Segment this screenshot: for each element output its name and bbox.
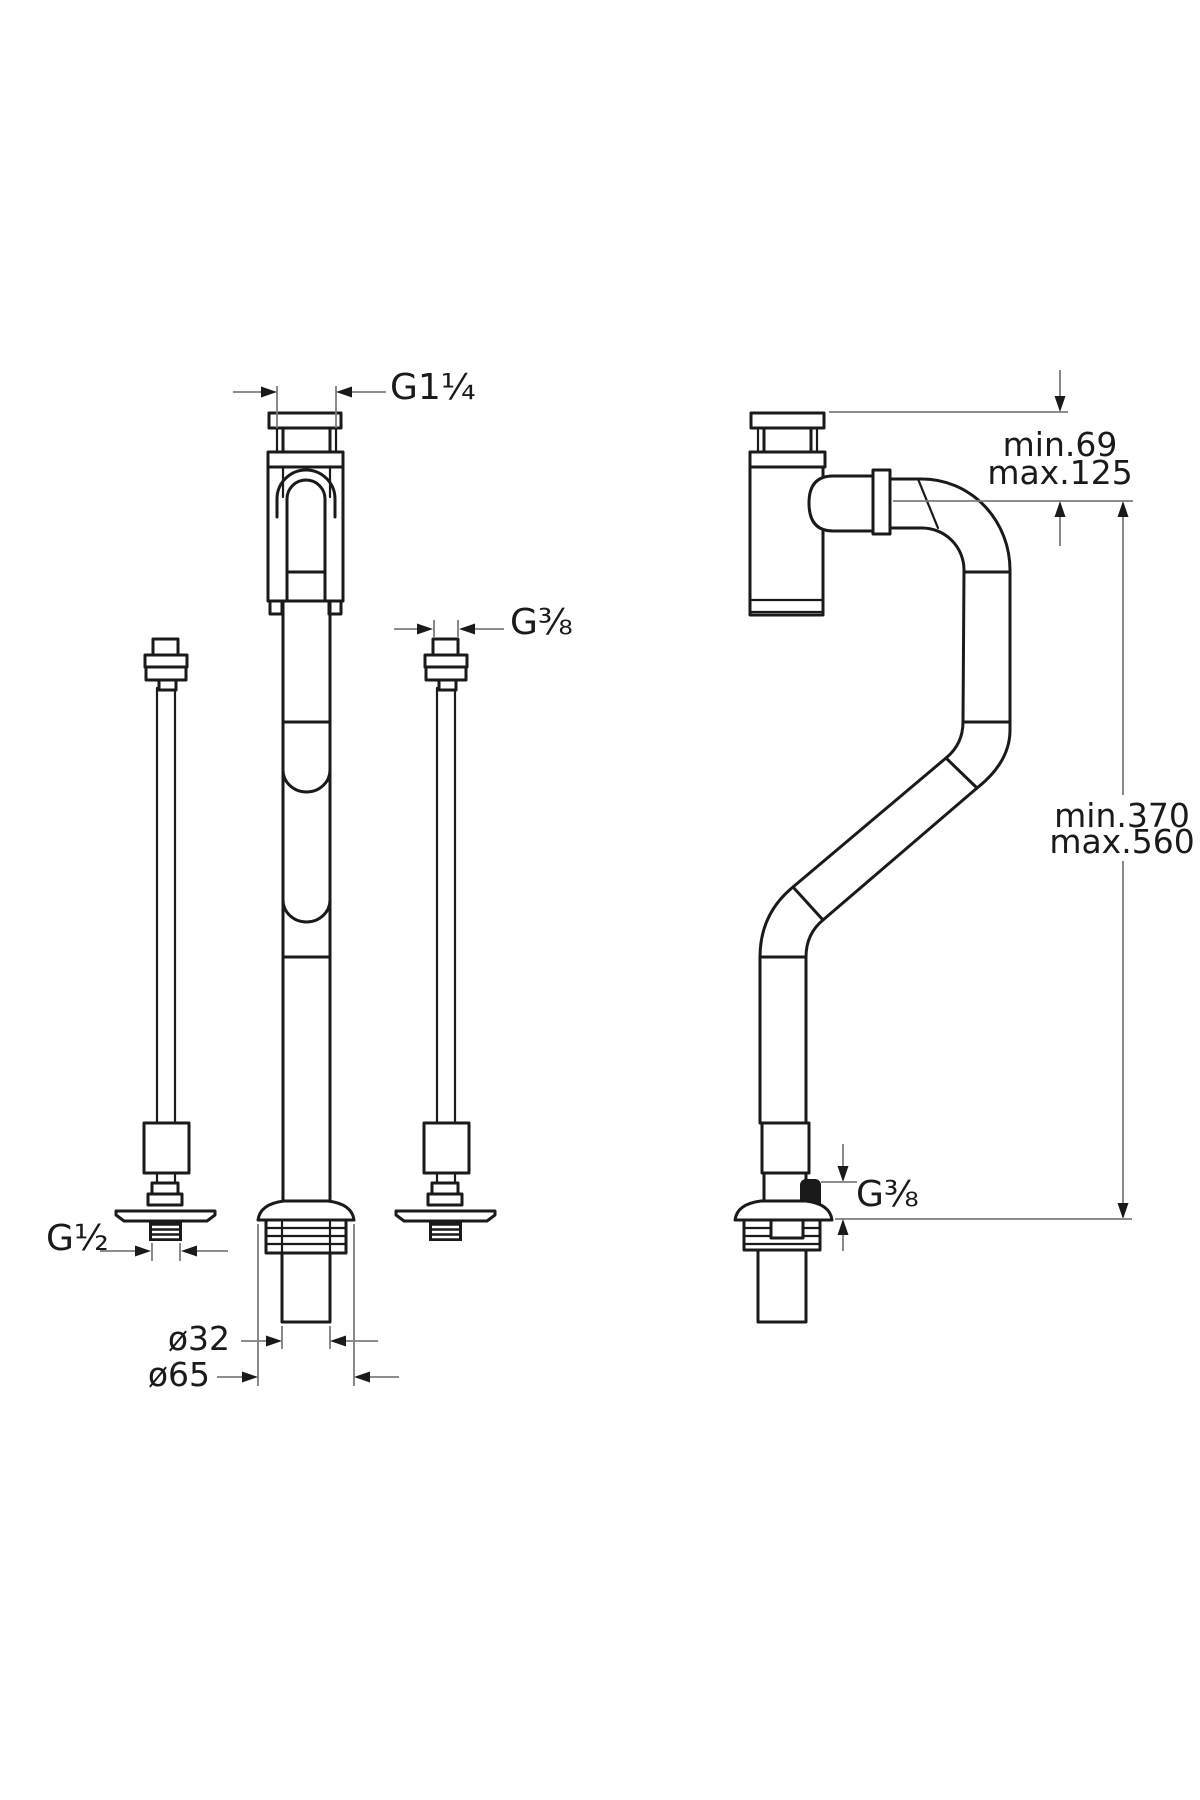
hose-nut-1 <box>150 1181 180 1196</box>
pipe-collar <box>760 1121 811 1175</box>
trap-neck <box>281 426 332 454</box>
elbow-outer-curve <box>920 477 1012 572</box>
hose-nut-1 <box>430 1181 460 1196</box>
outlet-elbow <box>807 468 1012 572</box>
flange-diameter-label: ø65 <box>148 1355 210 1394</box>
side-view: min.69 max.125 min.370 max.560 G⅜ <box>733 370 1195 1324</box>
hose-top-cap <box>151 637 180 657</box>
hose-thread-label: G⅜ <box>510 602 573 643</box>
arrowhead-left <box>354 1371 370 1383</box>
arrowhead-left <box>459 623 475 635</box>
s-pipe <box>758 568 1012 1125</box>
mounting-flange-wings <box>114 1209 217 1223</box>
arrowhead-right <box>266 1335 282 1347</box>
hose-top-nut <box>423 653 469 669</box>
s-pipe-right-wall <box>804 568 1012 1125</box>
floor-flange-dome <box>733 1199 834 1222</box>
trap-cap <box>267 411 343 430</box>
arrowhead-left <box>181 1245 197 1257</box>
supply-thread-label: G½ <box>46 1218 109 1259</box>
hose-top-stem <box>157 678 178 692</box>
right-supply-hose <box>394 637 497 1241</box>
outlet-ring-nut <box>871 468 892 536</box>
pipe-sub-collar <box>762 1171 808 1204</box>
arrowhead-right <box>135 1245 151 1257</box>
hose-nut-2 <box>426 1192 464 1207</box>
depth-min-label: min.69 <box>1003 425 1118 464</box>
tailpipe <box>756 1248 808 1324</box>
hose-top-hex <box>144 665 188 682</box>
top-thread-label: G1¼ <box>390 367 476 408</box>
trap-collar <box>748 450 827 469</box>
hose-collar <box>142 1121 191 1175</box>
telescope-end-2 <box>281 898 332 924</box>
outlet-thread-label: G⅜ <box>856 1174 919 1215</box>
block-notch <box>769 1218 805 1240</box>
arrowhead-right <box>242 1371 258 1383</box>
hose-top-stem <box>437 678 458 692</box>
dim-depth: min.69 max.125 <box>829 370 1133 546</box>
elbow-joint-line <box>916 477 940 530</box>
depth-max-label: max.125 <box>987 453 1132 492</box>
arrowhead-down <box>837 1166 849 1182</box>
standpipe <box>256 599 356 1324</box>
elbow-inner-curve <box>920 526 966 572</box>
arrowhead-up <box>1117 501 1129 517</box>
height-min-label: min.370 <box>1054 796 1190 835</box>
dim-flange-diameter: ø65 <box>148 1224 399 1394</box>
outlet-bottom-assembly <box>733 1121 834 1324</box>
inlet-arch-outer <box>275 468 337 519</box>
hose-nut-2 <box>146 1192 184 1207</box>
arrowhead-down <box>1054 396 1066 412</box>
body-foot-left <box>268 599 284 616</box>
dim-hose-thread: G⅜ <box>394 602 573 643</box>
arrowhead-left <box>330 1335 346 1347</box>
dim-outlet-thread: G⅜ <box>821 1144 919 1251</box>
hose-top-cap <box>431 637 460 657</box>
tailpipe-diameter-label: ø32 <box>168 1319 230 1358</box>
front-view: G1¼ G⅜ G½ <box>46 367 573 1394</box>
left-supply-hose <box>114 637 217 1241</box>
outlet-boss <box>807 474 876 533</box>
bottle-trap-front <box>266 411 345 616</box>
dim-supply-thread: G½ <box>46 1218 228 1261</box>
floor-flange-dome <box>256 1199 356 1222</box>
arrowhead-up <box>837 1219 849 1235</box>
hose-top-hex <box>424 665 468 682</box>
inlet-arch-inner <box>285 478 327 603</box>
arrowhead-up <box>1054 501 1066 517</box>
diagonal-joint-lower <box>791 885 825 922</box>
arrowhead-left <box>336 386 352 398</box>
tailpipe <box>280 1251 332 1324</box>
hose-collar <box>422 1121 471 1175</box>
arrowhead-right <box>261 386 277 398</box>
telescope-end-1 <box>281 768 332 794</box>
hose-top-nut <box>143 653 189 669</box>
trap-collar <box>266 450 345 469</box>
diagonal-joint-upper <box>944 756 979 790</box>
arrowhead-right <box>417 623 433 635</box>
height-max-label: max.560 <box>1049 822 1194 861</box>
dim-top-thread: G1¼ <box>233 367 476 428</box>
s-pipe-left-wall <box>758 568 966 1125</box>
trap-neck <box>762 426 813 454</box>
mounting-flange-wings <box>394 1209 497 1223</box>
trap-cap <box>749 411 826 430</box>
arrowhead-down <box>1117 1203 1129 1219</box>
dim-tailpipe-diameter: ø32 <box>168 1319 378 1358</box>
dim-height: min.370 max.560 <box>835 501 1195 1220</box>
